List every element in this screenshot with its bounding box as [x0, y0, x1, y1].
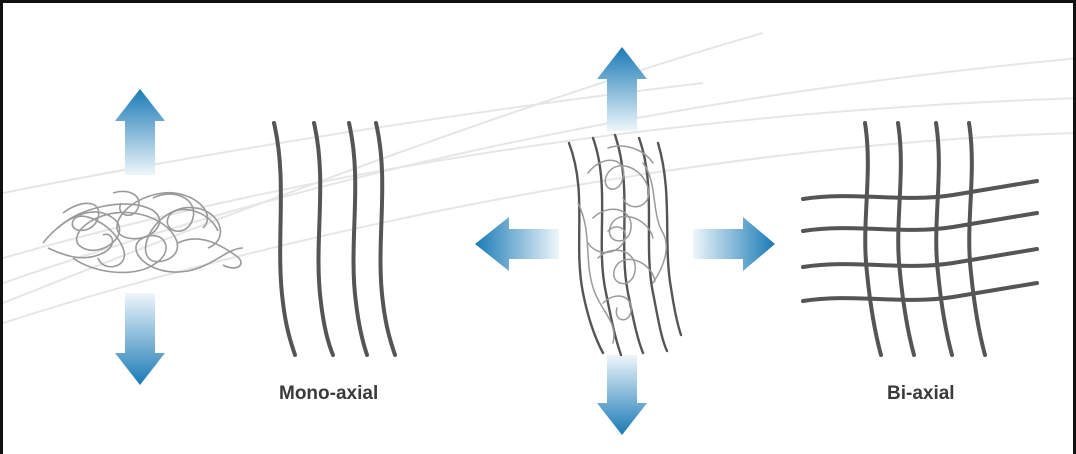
- bi-axial-vertical-fibers: [865, 123, 985, 355]
- mono-axial-fibers: [274, 123, 395, 355]
- mono-axial-label: Mono-axial: [279, 383, 378, 405]
- arrow-up-icon: [115, 89, 165, 175]
- bi-axial-label: Bi-axial: [887, 383, 955, 405]
- arrow-right-icon: [693, 217, 775, 271]
- arrow-down-icon: [115, 293, 165, 385]
- background-swooshes: [3, 33, 1076, 323]
- stretched-fiber-tangle: [569, 135, 681, 355]
- bi-axial-horizontal-fibers: [803, 181, 1037, 301]
- arrow-down-icon: [597, 355, 647, 435]
- arrow-left-icon: [475, 217, 559, 271]
